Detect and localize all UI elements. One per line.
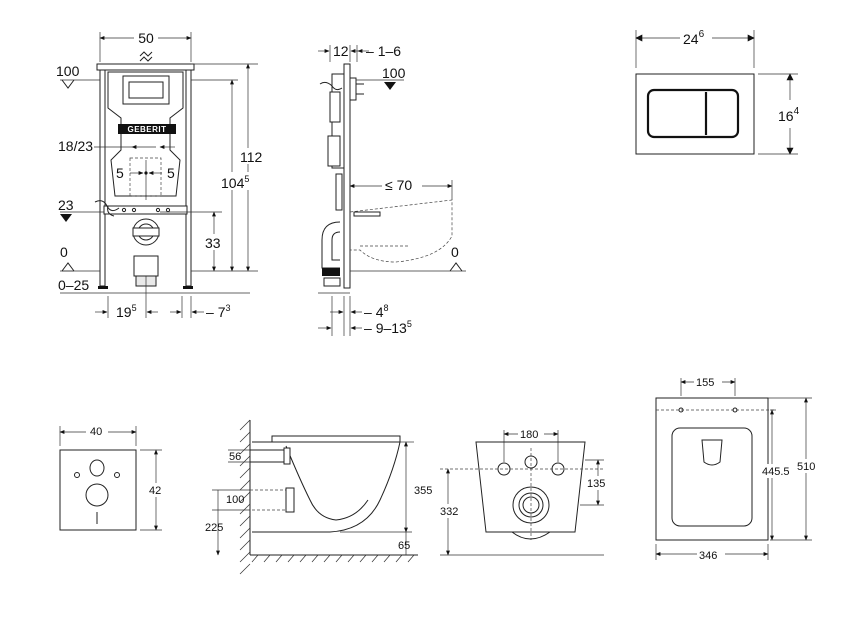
wall-plate-height-label: 42 <box>149 485 161 497</box>
flush-plate-height-label: 164 <box>778 106 800 124</box>
frame-supply-label: 23 <box>58 197 74 213</box>
side-depth-range-label: – 1–6 <box>366 43 401 59</box>
side-depth-top-label: 12 <box>333 43 349 59</box>
bowl-rear-view: 180 135 332 <box>438 427 609 556</box>
bowl-side-outlet-label: 56 <box>229 451 241 463</box>
bowl-top-view: 155 346 445.5 510 <box>655 375 821 562</box>
frame-floor-range-label: 0–25 <box>58 277 89 293</box>
wall-plate-view: 40 42 <box>59 424 166 531</box>
frame-front-view: 50 GEBERIT 100 <box>56 30 268 320</box>
frame-width-label: 50 <box>138 30 154 46</box>
side-bottom-offset-label: – 48 <box>364 303 389 320</box>
flush-plate-view: 246 164 <box>635 29 800 155</box>
side-projection-label: ≤ 70 <box>385 177 412 193</box>
flush-plate-width-label: 246 <box>683 29 705 47</box>
wall-plate-width-label: 40 <box>90 426 102 438</box>
bowl-side-inlet-height-label: 225 <box>205 522 223 534</box>
frame-total-height-label: 112 <box>240 149 263 165</box>
frame-foot-right-label: – 73 <box>206 303 231 320</box>
bowl-side-inlet-label: 100 <box>226 494 244 506</box>
frame-side-view: 12 – 1–6 100 ≤ 70 0 <box>318 43 466 336</box>
bowl-top-bolt-spacing-label: 155 <box>696 377 714 389</box>
bowl-top-width-label: 346 <box>699 550 717 562</box>
bowl-top-inner-depth-label: 445.5 <box>762 466 790 478</box>
bowl-top-depth-label: 510 <box>797 461 815 473</box>
frame-bend-label: 18/23 <box>58 138 93 154</box>
frame-foot-left-label: 195 <box>116 303 137 320</box>
frame-offset-right-label: 5 <box>167 165 175 181</box>
bowl-rear-height-label: 332 <box>440 506 458 518</box>
flush-plate-buttons <box>646 88 740 139</box>
frame-brand-label: GEBERIT <box>127 125 166 134</box>
frame-floor-label: 0 <box>60 244 68 260</box>
bowl-rear-bolt-spacing-label: 180 <box>520 429 538 441</box>
frame-height-label: 1045 <box>221 174 249 191</box>
side-bottom-range-label: – 9–135 <box>364 319 412 336</box>
bowl-rear-bolt-height-label: 135 <box>587 478 605 490</box>
frame-drain-height-label: 33 <box>205 235 221 251</box>
bowl-side-gap-label: 65 <box>398 540 410 552</box>
side-floor-label: 0 <box>451 244 459 260</box>
side-flush-level-label: 100 <box>382 65 406 81</box>
frame-offset-left-label: 5 <box>116 165 124 181</box>
bowl-side-view: 56 100 225 355 65 <box>205 419 436 575</box>
frame-flush-level-label: 100 <box>56 63 80 79</box>
bowl-side-height-label: 355 <box>414 485 432 497</box>
